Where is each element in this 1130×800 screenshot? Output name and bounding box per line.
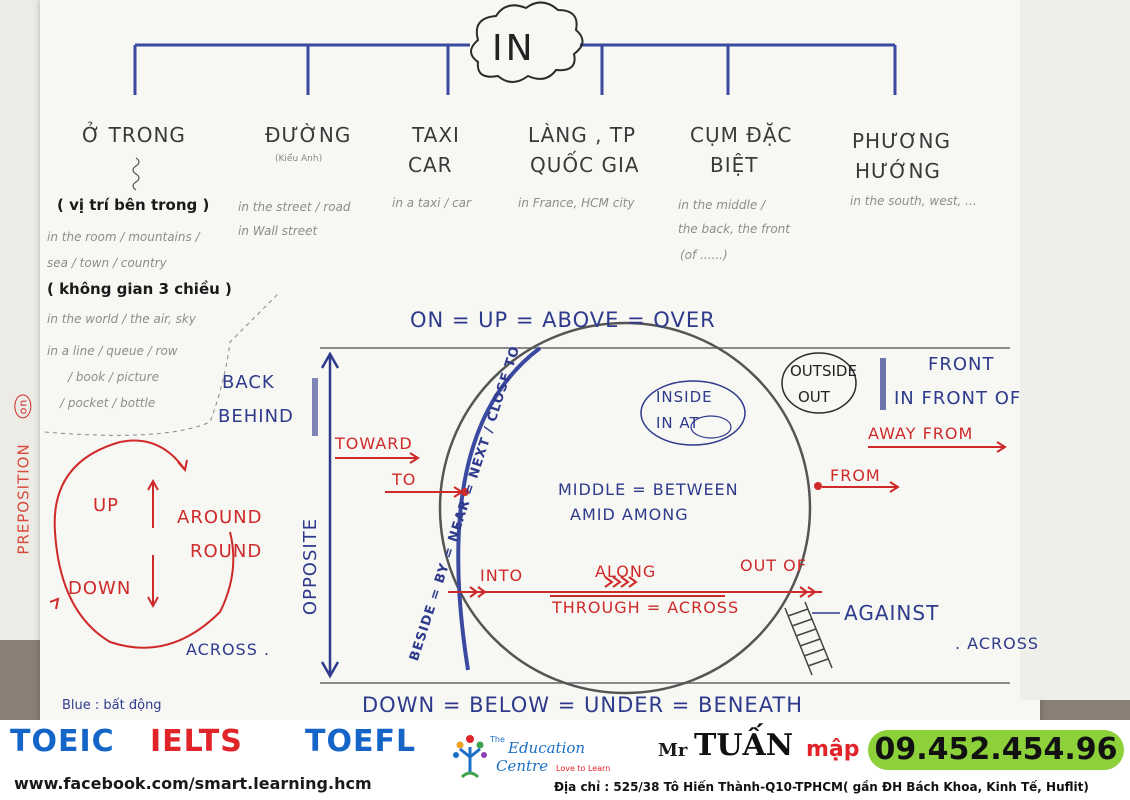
on-circled-label: on <box>14 394 32 419</box>
heading-taxi: TAXI <box>412 123 460 147</box>
legend-blue: Blue : bất động <box>62 698 162 713</box>
note-line-2: / book / picture <box>68 370 159 384</box>
map-label: mập <box>806 737 860 762</box>
up-label: UP <box>93 495 120 516</box>
amid-among-label: AMID AMONG <box>570 505 689 524</box>
middle-label: MIDDLE = BETWEEN <box>558 480 739 499</box>
example-cum-1: in the middle / <box>678 198 766 212</box>
heading-huong: HƯỚNG <box>855 159 941 183</box>
tree-branches <box>133 43 897 95</box>
into-label: INTO <box>480 566 524 585</box>
around-label: AROUND <box>177 507 263 528</box>
example-lang: in France, HCM city <box>518 196 635 210</box>
to-label: TO <box>392 470 417 489</box>
across-right-label: . ACROSS <box>955 634 1040 653</box>
opposite-label: OPPOSITE <box>300 517 322 616</box>
through-across-label: THROUGH = ACROSS <box>552 598 740 617</box>
out-label: OUT <box>798 388 830 406</box>
heading-o-trong: Ở TRONG <box>82 123 186 147</box>
example-duong-2: in Wall street <box>238 224 318 238</box>
behind-label: BEHIND <box>218 406 294 427</box>
against-label: AGAINST <box>844 601 940 625</box>
root-label-in: IN <box>492 28 536 69</box>
edu-tagline: Love to Learn <box>556 764 611 773</box>
edu-name-2: Centre <box>496 757 549 775</box>
phone-number[interactable]: 09.452.454.96 <box>868 730 1124 770</box>
example-duong-1: in the street / road <box>238 200 351 214</box>
out-of-label: OUT OF <box>740 556 807 575</box>
note-line-3: / pocket / bottle <box>60 396 156 410</box>
preposition-label: PREPOSITION <box>14 443 33 555</box>
heading-phuong: PHƯƠNG <box>852 129 951 153</box>
facebook-link[interactable]: www.facebook.com/smart.learning.hcm <box>14 774 372 793</box>
cloud-shape <box>470 1 584 83</box>
main-paper <box>40 0 1040 720</box>
note-vi-tri: ( vị trí bên trong ) <box>57 196 210 214</box>
example-cum-3: (of ......) <box>680 248 728 262</box>
background-paper-right <box>1020 0 1130 700</box>
heading-duong-sub: (Kiểu Anh) <box>275 154 323 164</box>
diagram-drawing <box>44 1 1010 695</box>
brand-toeic: TOEIC <box>10 724 115 759</box>
note-rooms-1: in the room / mountains / <box>47 230 200 244</box>
outside-label: OUTSIDE <box>790 362 857 380</box>
note-line-1: in a line / queue / row <box>47 344 178 358</box>
across-left-label: ACROSS . <box>186 640 271 659</box>
from-label: FROM <box>830 466 881 485</box>
along-label: ALONG <box>595 562 657 581</box>
note-khong-gian: ( không gian 3 chiều ) <box>47 280 232 298</box>
on-up-above-over: ON = UP = ABOVE = OVER <box>410 308 716 332</box>
inside-label: INSIDE <box>656 388 713 406</box>
brand-toefl: TOEFL <box>305 724 417 759</box>
down-below-under-beneath: DOWN = BELOW = UNDER = BENEATH <box>362 693 804 717</box>
round-label: ROUND <box>190 541 263 562</box>
heading-lang-tp: LÀNG , TP <box>528 123 637 147</box>
away-from-label: AWAY FROM <box>868 424 974 443</box>
mr-label: Mr <box>658 740 688 761</box>
back-label: BACK <box>222 372 275 393</box>
in-at-label: IN AT <box>656 414 700 432</box>
note-world: in the world / the air, sky <box>47 312 196 326</box>
heading-cum-dac: CỤM ĐẶC <box>690 123 793 147</box>
education-centre-logo-icon <box>453 735 487 779</box>
down-label: DOWN <box>68 578 132 599</box>
in-front-of-label: IN FRONT OF <box>894 388 1022 409</box>
heading-quoc-gia: QUỐC GIA <box>530 153 640 177</box>
address-line: Địa chỉ : 525/38 Tô Hiến Thành-Q10-TPHCM… <box>554 780 1089 794</box>
heading-car: CAR <box>408 153 453 177</box>
example-cum-2: the back, the front <box>678 222 790 236</box>
heading-duong: ĐƯỜNG <box>265 123 352 147</box>
note-rooms-2: sea / town / country <box>47 256 167 270</box>
tuan-name: TUẤN <box>694 728 794 763</box>
example-taxi: in a taxi / car <box>392 196 471 210</box>
edu-the: The <box>490 735 505 744</box>
toward-label: TOWARD <box>335 434 413 453</box>
edu-name-1: Education <box>508 739 586 757</box>
heading-biet: BIỆT <box>710 153 759 177</box>
example-phuong: in the south, west, ... <box>850 194 977 208</box>
front-label: FRONT <box>928 354 995 375</box>
brand-ielts: IELTS <box>150 724 243 759</box>
